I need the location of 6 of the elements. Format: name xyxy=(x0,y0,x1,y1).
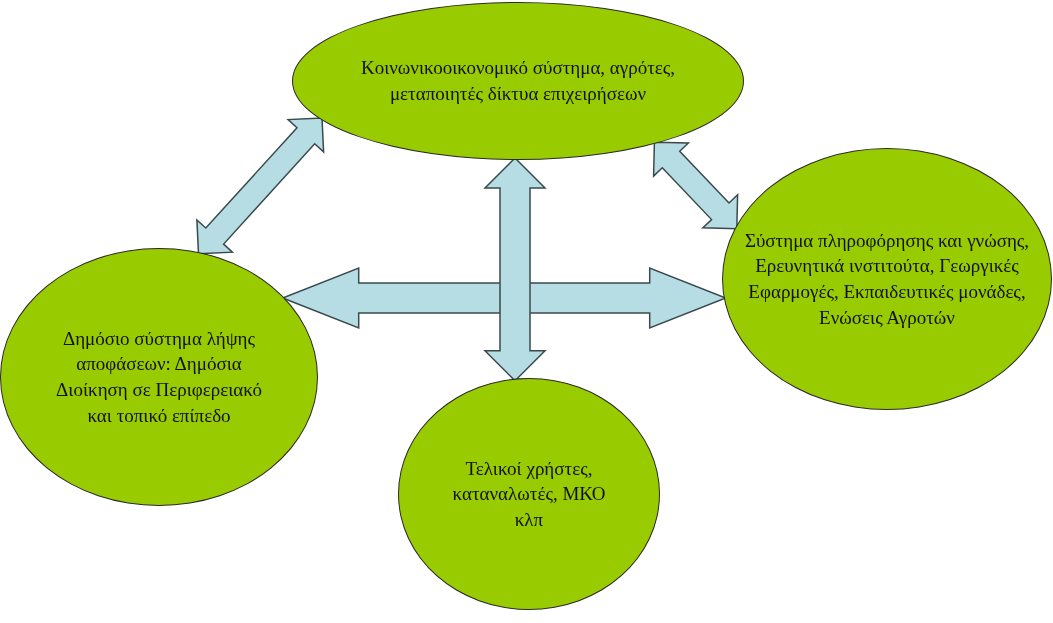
double-block-arrow xyxy=(652,141,739,230)
double-block-arrow xyxy=(196,117,325,255)
node-text: Κοινωνικοοικονομικό σύστημα, αγρότες, μεταποιητές δίκτυα επιχειρήσεων xyxy=(359,56,677,106)
node-text: Σύστημα πληροφόρησης και γνώσης, Ερευνητικά ινστιτούτα, Γεωργικές Εφαρμογές, Εκπαιδευτικές μονάδες, Ενώσεις Αγροτών xyxy=(743,228,1031,330)
node-text: Δημόσιο σύστημα λήψης αποφάσεων: Δημόσια Διοίκηση σε Περιφερειακό και τοπικό επίπεδο xyxy=(55,326,263,428)
node-text: Τελικοί χρήστες, καταναλωτές, ΜΚΟ κλπ xyxy=(451,456,607,532)
